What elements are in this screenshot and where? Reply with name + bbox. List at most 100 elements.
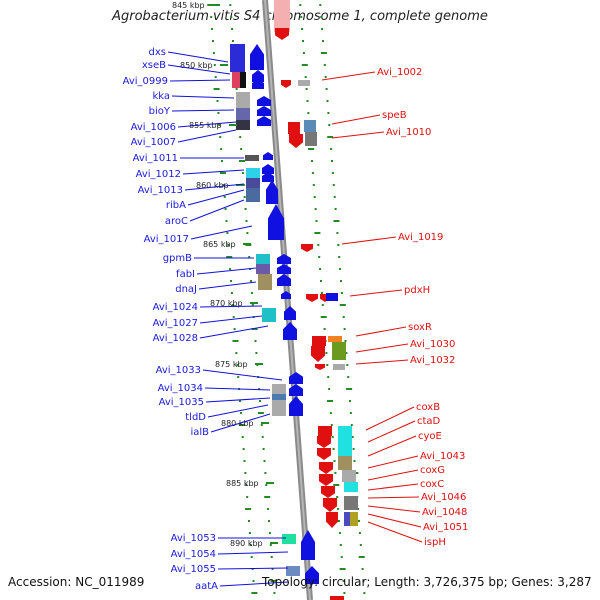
gc-tick <box>246 496 249 498</box>
gene-block <box>288 122 300 134</box>
forward-gene-arrow <box>250 44 264 70</box>
gc-tick <box>244 472 247 474</box>
gc-tick <box>252 580 255 582</box>
gc-tick <box>333 460 336 462</box>
forward-gene-arrow <box>289 396 303 416</box>
gene-label: Avi_1002 <box>377 67 422 78</box>
gene-label: pdxH <box>404 285 430 296</box>
gc-tick <box>231 28 234 30</box>
gc-tick <box>300 16 303 18</box>
gene-label-leader <box>199 325 269 339</box>
gc-tick <box>241 172 244 174</box>
gc-tick <box>251 328 258 330</box>
gc-tick <box>268 532 271 534</box>
forward-gene-arrow <box>283 322 297 340</box>
gc-tick <box>304 76 307 78</box>
gene-block <box>328 336 342 342</box>
gc-tick <box>322 40 324 42</box>
gc-tick <box>311 160 313 162</box>
forward-gene-arrow <box>257 96 271 106</box>
gc-tick <box>313 196 316 198</box>
scale-label: 855 kbp <box>189 121 222 130</box>
gc-tick <box>245 220 248 222</box>
gene-label: Avi_1053 <box>171 533 216 544</box>
reverse-gene-arrow <box>311 346 325 362</box>
gc-tick <box>340 280 342 282</box>
gene-label-leader <box>217 551 289 555</box>
gene-label-leader <box>204 387 271 391</box>
reverse-gene-arrow <box>315 364 325 370</box>
gc-tick <box>226 232 229 234</box>
gc-tick <box>213 64 216 66</box>
gc-tick <box>250 292 253 294</box>
gc-tick <box>333 484 340 486</box>
forward-gene-arrow <box>289 372 303 384</box>
gene-label: Avi_1051 <box>423 522 468 533</box>
gene-label-leader <box>177 121 237 128</box>
gene-block <box>272 384 286 394</box>
gc-tick <box>325 88 328 90</box>
gc-tick <box>317 244 320 246</box>
gene-label-leader <box>355 326 407 337</box>
gene-label-leader <box>219 581 289 587</box>
gene-label-leader <box>367 420 416 443</box>
gc-tick <box>229 268 232 270</box>
gc-tick <box>331 172 334 174</box>
gc-tick <box>237 376 240 378</box>
gc-tick <box>321 304 324 306</box>
gene-block <box>326 293 338 301</box>
gene-label: Avi_0999 <box>123 76 168 87</box>
forward-gene-arrow <box>289 384 303 396</box>
forward-gene-arrow <box>262 164 274 174</box>
gene-label: Avi_1027 <box>153 318 198 329</box>
gc-tick <box>342 316 345 318</box>
gene-label: Avi_1017 <box>144 234 189 245</box>
gene-block <box>332 342 346 360</box>
forward-gene-arrow <box>252 70 264 82</box>
gene-label: Avi_1048 <box>422 507 467 518</box>
gene-label-leader <box>167 64 231 75</box>
gc-tick <box>327 136 334 138</box>
gc-tick <box>358 520 360 522</box>
gc-tick <box>314 232 321 234</box>
gc-tick <box>255 352 258 354</box>
reverse-gene-arrow <box>275 28 289 40</box>
gc-tick <box>320 52 327 54</box>
gene-block <box>333 364 345 370</box>
gene-label: Avi_1032 <box>410 355 455 366</box>
gc-tick <box>323 328 326 330</box>
gene-label-leader <box>199 315 263 324</box>
gc-tick <box>357 508 360 510</box>
gc-tick <box>273 592 276 594</box>
gc-tick <box>222 184 225 186</box>
gene-label: coxC <box>420 479 444 490</box>
gene-block <box>318 426 332 436</box>
gc-tick <box>262 448 265 450</box>
gene-block <box>338 426 352 456</box>
map-title: Agrobacterium vitis S4 chromosome 1, com… <box>112 9 488 24</box>
gc-tick <box>345 352 348 354</box>
gc-tick <box>323 64 326 66</box>
gene-label: speB <box>382 110 407 121</box>
gc-tick <box>242 448 245 450</box>
gc-tick <box>299 4 302 6</box>
gene-label-leader <box>190 225 253 240</box>
scale-label: 870 kbp <box>210 299 243 308</box>
gene-label: aroC <box>165 216 188 227</box>
gene-label: Avi_1024 <box>153 302 198 313</box>
gc-tick <box>244 208 247 210</box>
gc-tick <box>243 196 246 198</box>
gc-tick <box>268 520 270 522</box>
gene-block <box>246 168 260 178</box>
gene-label: Avi_1006 <box>131 122 176 133</box>
gc-tick <box>333 196 336 198</box>
gc-tick <box>248 520 250 522</box>
gene-label-leader <box>167 51 229 63</box>
gene-label-leader <box>199 305 263 308</box>
gene-block <box>330 596 344 600</box>
gene-label: dnaJ <box>175 284 197 295</box>
gene-block <box>312 336 326 346</box>
gene-block <box>258 274 272 290</box>
gene-label-leader <box>355 343 409 353</box>
gc-tick <box>362 580 365 582</box>
